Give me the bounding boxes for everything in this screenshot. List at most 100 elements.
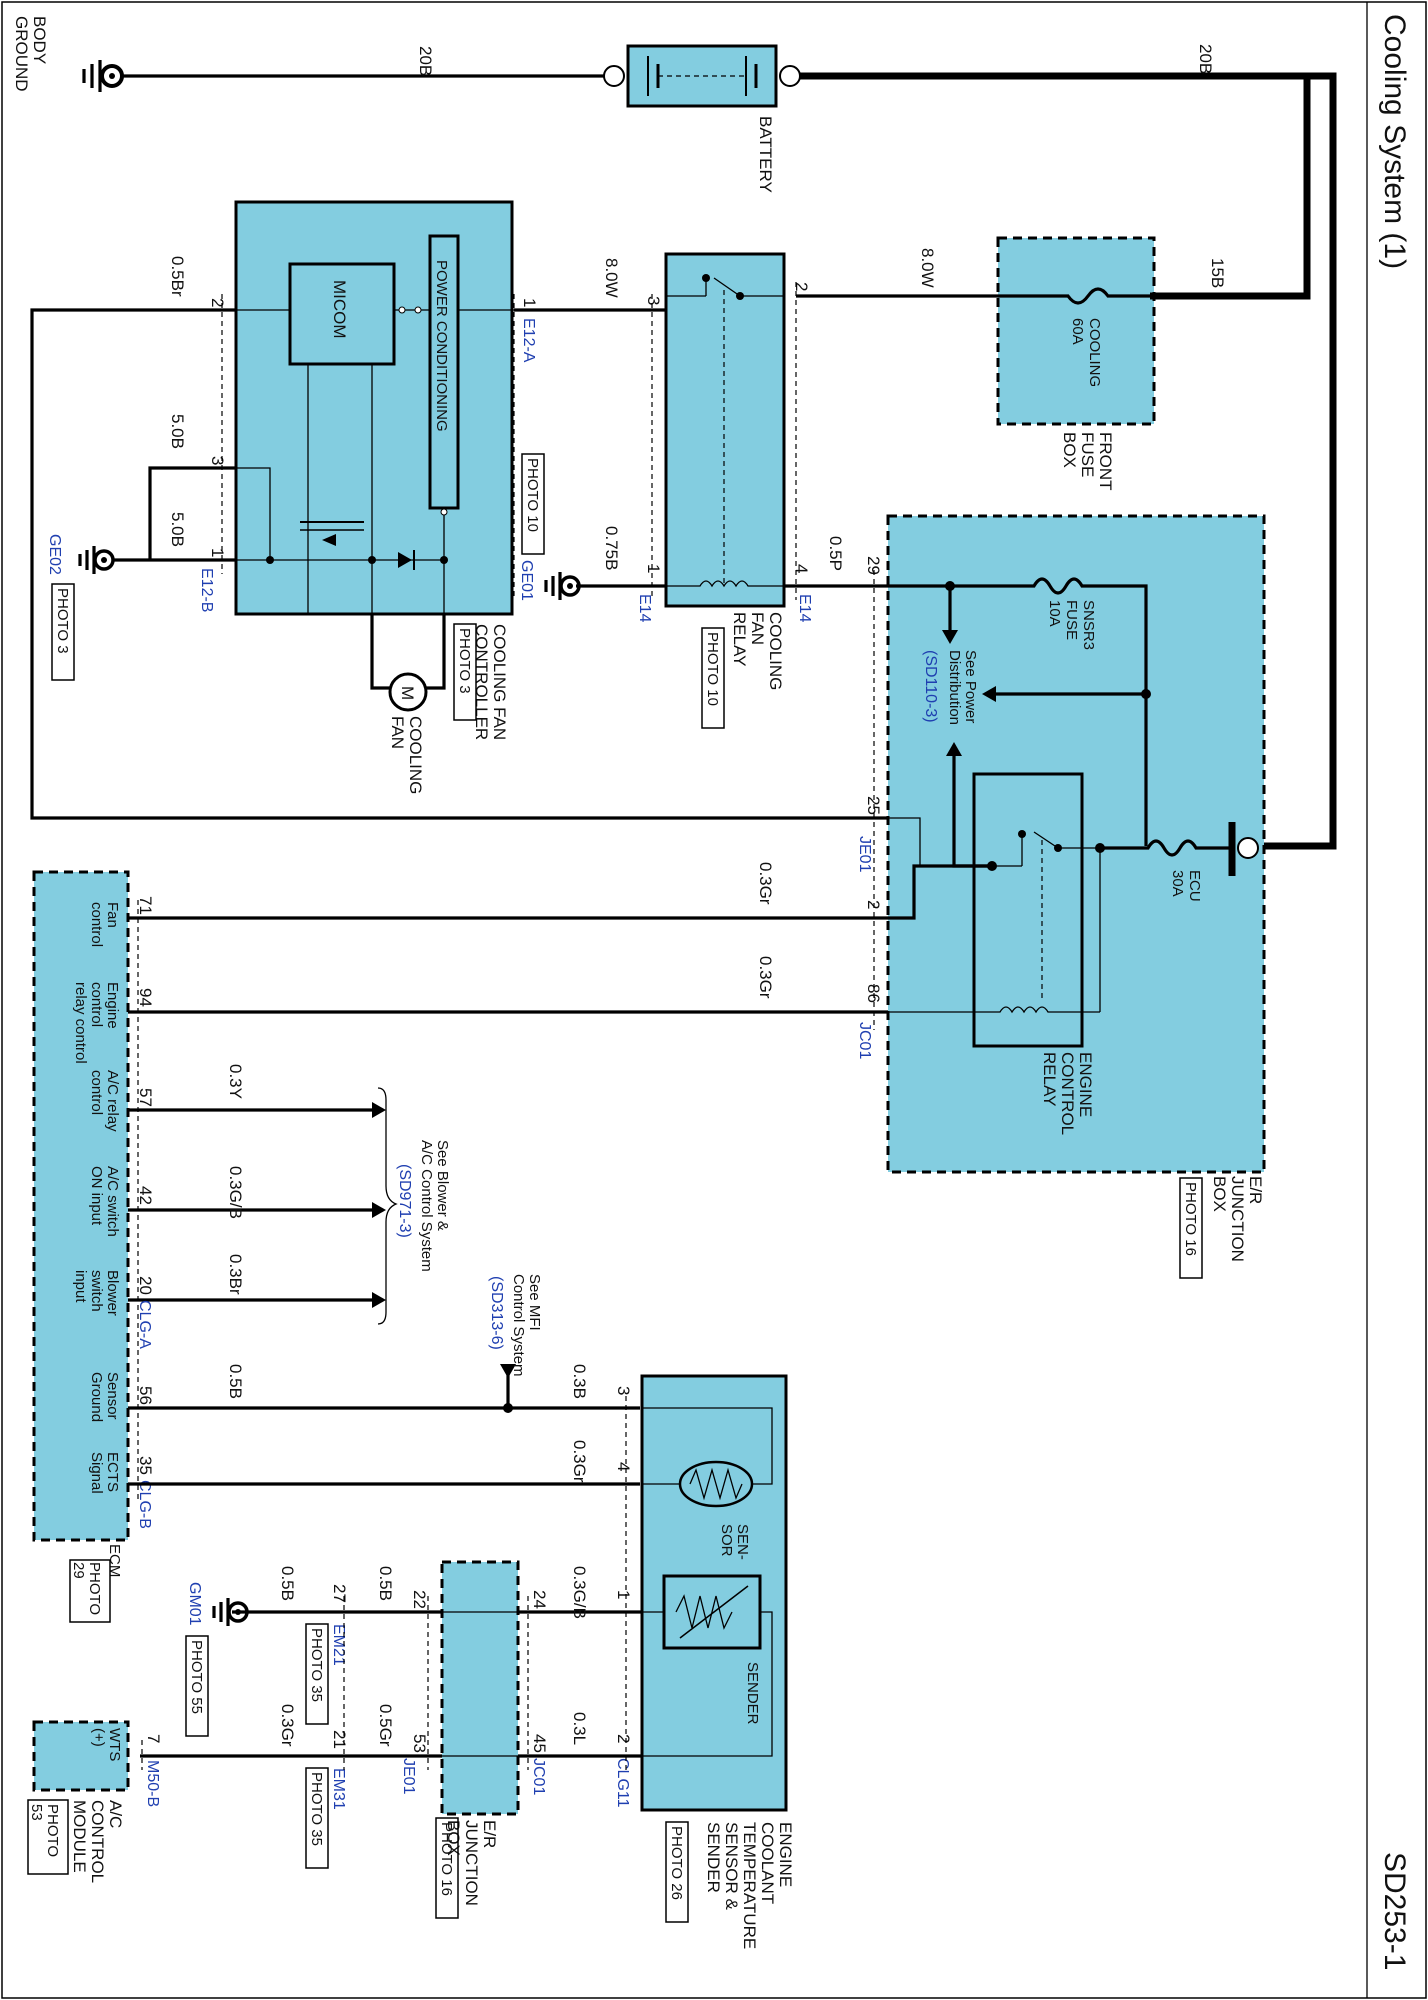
pin-ecm-57: 57 [136, 1088, 155, 1107]
ecm-fan-control: Fan control [88, 902, 121, 947]
cooling-fuse-label: COOLING 60A [1069, 318, 1103, 391]
conn-m50b: M50-B [144, 1760, 161, 1807]
ac-photo: PHOTO 53 [28, 1804, 61, 1861]
pin-je-53: 53 [410, 1734, 429, 1753]
wire-15b [1150, 76, 1311, 300]
pin-sens-1: 1 [614, 1590, 633, 1599]
wire-label-05b-sensor: 0.5B [226, 1364, 245, 1399]
wire-label-05b-gnd: 0.5B [278, 1566, 297, 1601]
pin-relay-2: 2 [792, 282, 811, 291]
sensor-text: SEN- SOR [718, 1524, 751, 1564]
wire-label-05p: 0.5P [826, 536, 845, 571]
wire-label-03l: 0.3L [570, 1712, 589, 1745]
wire-label-03gb: 0.3G/B [226, 1166, 245, 1219]
wire-battery-junction [800, 72, 1337, 850]
er-junction-box-label: E/R JUNCTION BOX [1210, 1176, 1265, 1267]
engine-control-relay [972, 772, 1084, 1048]
conn-je01b: JE01 [400, 1758, 417, 1795]
see-mfi-ref: (SD313-6) [488, 1276, 505, 1350]
relay-coil [666, 580, 784, 588]
pin-relay-4: 4 [792, 564, 811, 573]
wire-label-05br: 0.5Br [168, 256, 187, 297]
page-title: Cooling System (1) [1378, 14, 1411, 269]
cooling-fan-relay [664, 252, 786, 608]
pin-em-21: 21 [330, 1730, 349, 1749]
conn-em31: EM31 [330, 1768, 347, 1810]
body-ground-label: BODY GROUND [12, 16, 49, 92]
pin-ctrl-2: 2 [208, 298, 227, 307]
wire-label-80w-fuse: 8.0W [918, 248, 937, 288]
micom-block [288, 262, 396, 366]
wire-label-03gr-top: 0.3Gr [756, 862, 775, 905]
ecm-box [32, 870, 130, 1542]
conn-ge02: GE02 [46, 534, 63, 575]
motor-letter: M [398, 686, 417, 700]
pin-ecm-94: 94 [136, 988, 155, 1007]
ecm-ac-relay: A/C relay control [88, 1070, 121, 1136]
cooling-fan-label: COOLING FAN [388, 716, 425, 799]
photo-ge02: PHOTO 3 [54, 588, 71, 654]
pin-relay-3: 3 [644, 296, 663, 305]
battery [603, 44, 801, 108]
wire-label-80w-ctrl: 8.0W [602, 258, 621, 298]
pin-ecm-35: 35 [136, 1456, 155, 1475]
conn-e12b: E12-B [198, 568, 215, 612]
pin-jc-24: 24 [530, 1590, 549, 1609]
ground-gm01 [212, 1598, 249, 1626]
pin-sens-3: 3 [614, 1386, 633, 1395]
conn-e14-right: E14 [796, 594, 813, 623]
page-code: SD253-1 [1378, 1852, 1411, 1970]
conn-em21: EM21 [330, 1624, 347, 1666]
pin-relay-1: 1 [644, 564, 663, 573]
wire-label-20b-left: 20B [416, 46, 435, 76]
see-blower-label: See Blower & A/C Control System [418, 1140, 451, 1272]
wire-label-03gr-ects: 0.3Gr [570, 1440, 589, 1483]
photo-controller: PHOTO 3 [456, 628, 473, 694]
conn-gm01: GM01 [186, 1582, 203, 1626]
conn-e14-left: E14 [636, 594, 653, 623]
wire-label-05b-em: 0.5B [376, 1566, 395, 1601]
see-mfi-label: See MFI Control System [510, 1274, 543, 1377]
wire-05br [30, 308, 888, 820]
wire-label-15b: 15B [1208, 258, 1227, 288]
wire-label-03gb-sender: 0.3G/B [570, 1566, 589, 1619]
photo-ects: PHOTO 26 [668, 1826, 685, 1900]
wts-label: WTS (+) [90, 1728, 123, 1766]
pin-wts-7: 7 [144, 1734, 163, 1743]
pin-ctrl-3: 3 [208, 456, 227, 465]
ecm-ac-switch: A/C switch ON input [88, 1166, 121, 1241]
pin-jc-45: 45 [530, 1734, 549, 1753]
snsr3-fuse [886, 577, 1148, 846]
ects-sender-label: ENGINE COOLANT TEMPERATURE SENSOR & SEND… [704, 1822, 795, 1954]
cooling-fan-relay-label: COOLING FAN RELAY [730, 612, 785, 695]
wire-label-03br: 0.3Br [226, 1254, 245, 1295]
pin-ecm-20: 20 [136, 1276, 155, 1295]
pin-ecm-71: 71 [136, 896, 155, 915]
conn-clg11: CLG11 [614, 1758, 631, 1808]
wire-label-075b: 0.75B [602, 526, 621, 570]
ecm-ects: ECTS Signal [88, 1452, 121, 1496]
conn-je01: JE01 [856, 836, 873, 873]
er-junction-box-2 [440, 1560, 520, 1816]
wire-label-03y: 0.3Y [226, 1064, 245, 1099]
front-fuse-box-label: FRONT FUSE BOX [1060, 432, 1115, 495]
micom-label: MICOM [330, 280, 349, 339]
photo-er-box-2: PHOTO 16 [438, 1822, 455, 1896]
pin-ctrl-1b: 1 [208, 548, 227, 557]
snsr3-fuse-label: SNSR3 FUSE 10A [1046, 600, 1097, 654]
wire-label-50b-a: 5.0B [168, 414, 187, 449]
photo-relay: PHOTO 10 [704, 632, 721, 706]
pin-sens-2: 2 [614, 1734, 633, 1743]
ac-module-label: A/C CONTROL MODULE [70, 1800, 125, 1887]
photo-er-box: PHOTO 16 [1182, 1182, 1199, 1256]
controller-label: COOLING FAN CONTROLLER [472, 624, 509, 745]
cooling-fan-motor [388, 672, 428, 712]
ecu-fuse [1100, 839, 1232, 857]
ground-ge01 [544, 572, 581, 600]
pin-jb-29: 29 [864, 556, 883, 575]
ecu-fuse-label: ECU 30A [1169, 870, 1203, 906]
conn-ge01: GE01 [518, 560, 535, 601]
see-power-label: See Power Distribution [946, 650, 979, 728]
